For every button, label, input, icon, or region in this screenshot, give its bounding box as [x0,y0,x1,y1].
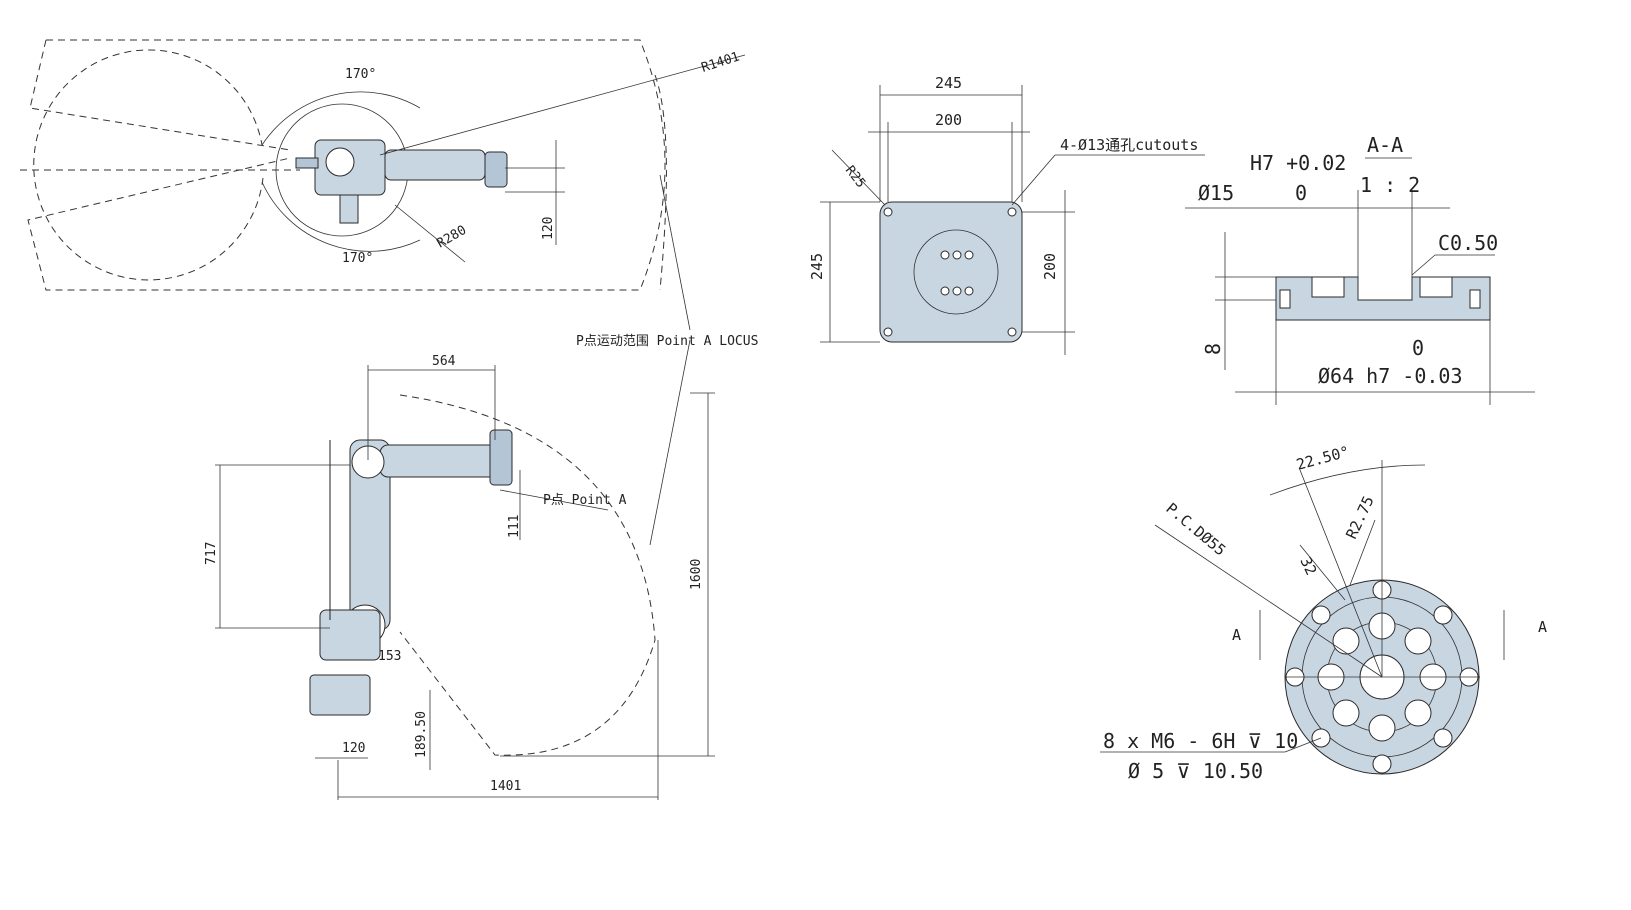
bore-zero: 0 [1295,181,1307,205]
section-title: A-A [1367,133,1403,157]
section-mark-right: A [1538,618,1547,636]
plate-width-holes: 200 [935,111,962,129]
plate-width-outer: 245 [935,74,962,92]
locus-annotation: P点运动范围 Point A LOCUS [576,174,758,546]
locus-label: P点运动范围 Point A LOCUS [576,334,758,349]
height-dim: 1600 [689,559,704,590]
angle-lower-label: 170° [342,251,373,266]
flange-section-view: H7 +0.02 A-A 1 : 2 Ø15 0 C0.50 8 0 Ø64 h… [1185,133,1535,405]
flange-bolt-holes [1285,580,1479,774]
wrist-dim: 111 [507,515,522,538]
flange-angle: 22.50° [1294,442,1351,473]
angle-upper-label: 170° [345,67,376,82]
chamfer-label: C0.50 [1438,231,1498,255]
flange-front-view: 22.50° R2.75 P.C.DØ55 32 A A 8 x M6 - 6H… [1100,442,1547,783]
reach-radius-label: R1401 [700,49,742,75]
outer-zero: 0 [1412,336,1424,360]
upper-arm-dim: 717 [204,542,219,565]
bore-diameter: Ø15 [1198,181,1234,205]
plate-corner-radius: R25 [842,163,868,191]
point-a-label: P点 Point A [543,493,627,508]
flange-pcd: P.C.DØ55 [1162,499,1229,559]
section-mark-left: A [1232,626,1241,644]
outer-diameter: Ø64 h7 -0.03 [1318,364,1463,388]
reach-dim: 1401 [490,779,521,794]
base-height-dim: 189.50 [414,711,429,758]
base-plate-view: 245 200 R25 4-Ø13通孔cutouts 245 200 [808,74,1205,355]
base-width-dim: 120 [342,741,365,756]
inner-radius-label: R280 [435,223,470,252]
bore-tolerance: H7 +0.02 [1250,151,1346,175]
side-view: 564 717 1600 111 P点 Point A 153 189.50 1… [204,354,715,800]
flange-thickness: 8 [1201,343,1225,355]
offset-dim-label: 120 [541,217,556,240]
drill-note: Ø 5 ⊽ 10.50 [1128,759,1263,783]
flange-dim-32: 32 [1296,554,1320,578]
plate-holes-note: 4-Ø13通孔cutouts [1060,136,1198,154]
plate-height-holes: 200 [1041,253,1059,280]
thread-note: 8 x M6 - 6H ⊽ 10 [1103,729,1298,753]
section-scale: 1 : 2 [1360,173,1420,197]
flange-radius: R2.75 [1342,493,1377,542]
plate-height-outer: 245 [808,253,826,280]
dim-153-label: 153 [378,649,401,664]
arm-length-dim: 564 [432,354,456,369]
top-view: 170° 170° R1401 R280 120 [20,39,746,291]
